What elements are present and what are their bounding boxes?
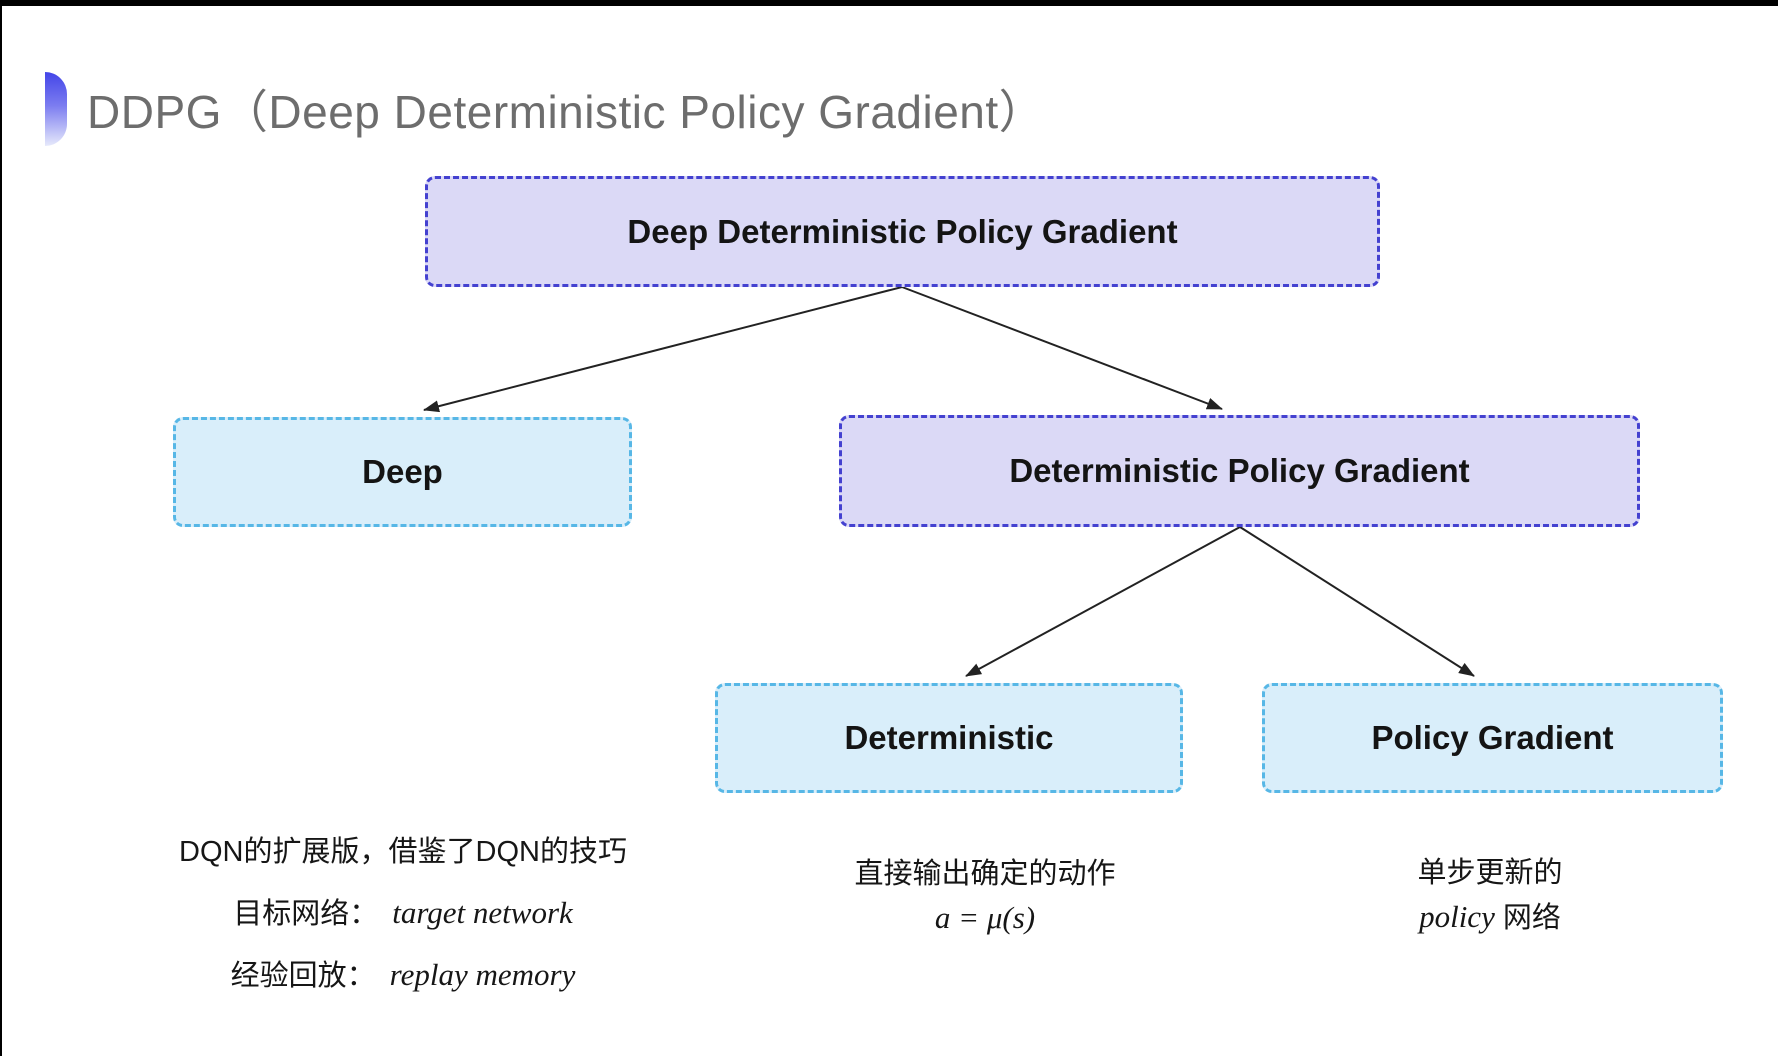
node-deterministic-policy-gradient: Deterministic Policy Gradient xyxy=(839,415,1640,527)
arrow-dpg-to-policy-gradient xyxy=(1239,526,1475,677)
note-deterministic-action: 直接输出确定的动作 a = μ(s) xyxy=(854,860,1115,946)
header: DDPG（Deep Deterministic Policy Gradient） xyxy=(45,70,1045,148)
arrow-root-to-dpg xyxy=(901,286,1223,410)
node-deep-deterministic-policy-gradient: Deep Deterministic Policy Gradient xyxy=(425,176,1380,287)
arrow-dpg-to-deterministic xyxy=(965,526,1241,677)
note-term-replay-memory: replay memory xyxy=(389,957,576,992)
node-label: Deterministic xyxy=(844,719,1054,756)
note-line: 直接输出确定的动作 xyxy=(854,858,1116,890)
arrow-root-to-deep xyxy=(423,286,903,413)
screen-left-edge xyxy=(0,0,2,1056)
node-label: Deep Deterministic Policy Gradient xyxy=(627,212,1178,250)
note-label-zh: 网络 xyxy=(1494,902,1561,934)
node-deep: Deep xyxy=(173,417,632,527)
note-policy-network: 单步更新的 policy 网络 xyxy=(1417,859,1562,946)
node-label: Deep xyxy=(362,453,443,490)
note-dqn-extension: DQN的扩展版，借鉴了DQN的技巧 目标网络： target network 经验… xyxy=(179,838,627,1021)
node-policy-gradient: Policy Gradient xyxy=(1262,683,1723,793)
note-label-zh: 目标网络： xyxy=(233,898,379,930)
note-term-target-network: target network xyxy=(392,895,573,930)
node-label: Deterministic Policy Gradient xyxy=(1009,452,1470,489)
note-line: 单步更新的 xyxy=(1417,857,1563,889)
node-deterministic: Deterministic xyxy=(715,683,1183,793)
note-line: 目标网络： target network xyxy=(179,897,627,929)
page-title: DDPG（Deep Deterministic Policy Gradient） xyxy=(87,86,1046,138)
note-formula-a-mu-s: a = μ(s) xyxy=(934,900,1036,935)
node-label: Policy Gradient xyxy=(1371,719,1614,756)
bullet-semicircle-icon xyxy=(45,72,67,146)
note-line: 经验回放： replay memory xyxy=(179,959,627,991)
note-line: policy 网络 xyxy=(1417,901,1562,933)
note-label-zh: 经验回放： xyxy=(230,960,376,992)
screen-top-edge xyxy=(0,0,1778,6)
note-line: DQN的扩展版，借鉴了DQN的技巧 xyxy=(179,836,627,868)
note-term-policy: policy xyxy=(1419,899,1495,934)
